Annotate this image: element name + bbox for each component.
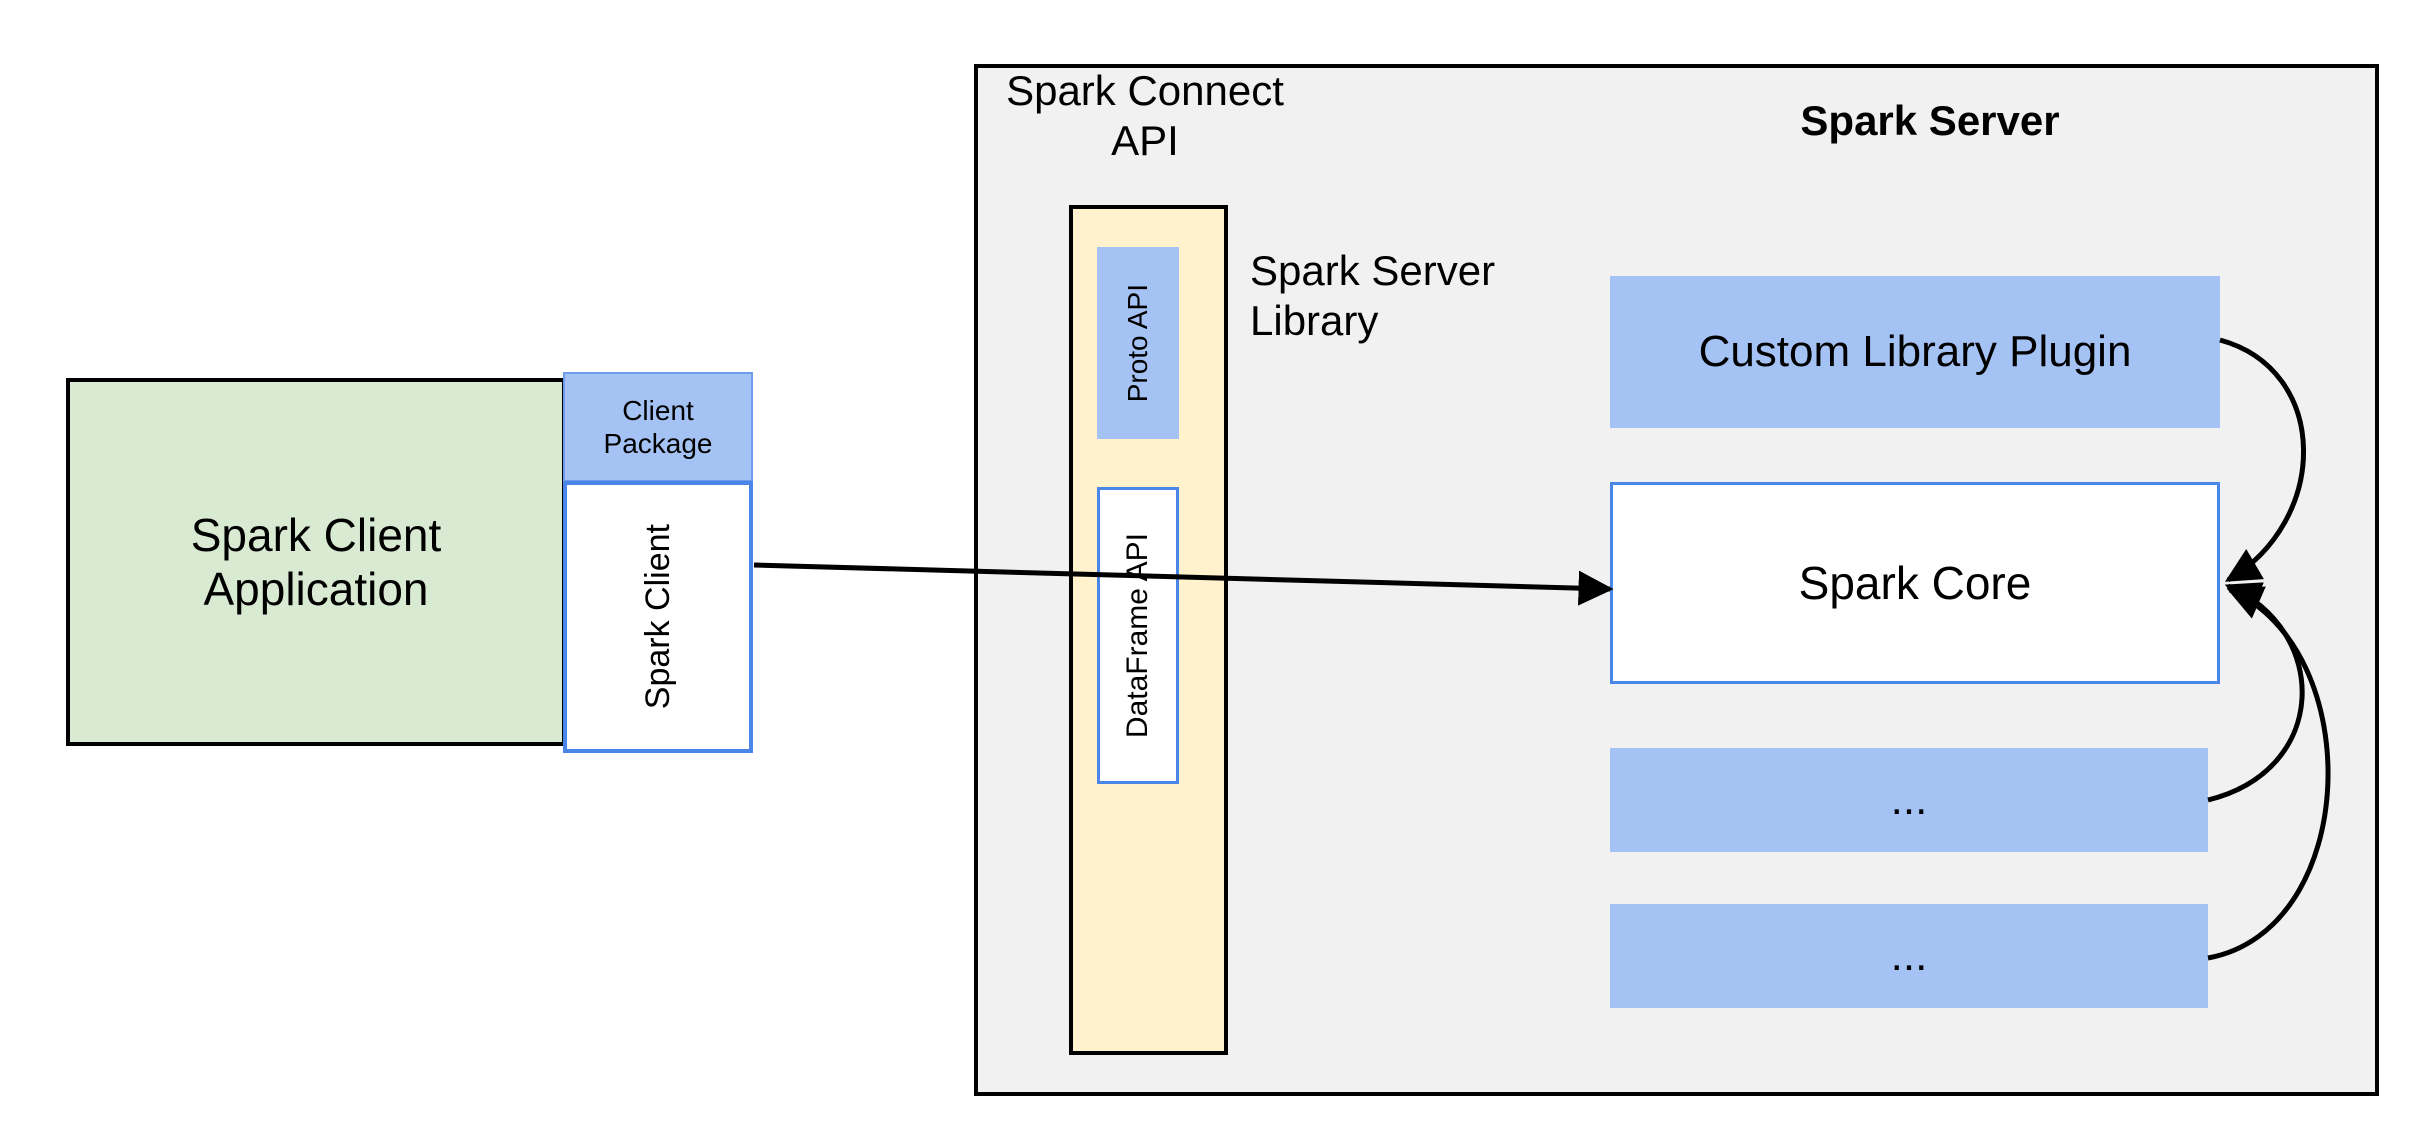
spark-core-label: Spark Core <box>1798 556 2032 609</box>
proto-api-box[interactable]: Proto API <box>1097 247 1179 439</box>
spark-client-label: Spark Client <box>638 524 677 710</box>
spark-client-box[interactable]: Spark Client <box>563 481 753 753</box>
server-component-ellipsis-1-label: ... <box>1890 775 1928 825</box>
custom-library-plugin-label: Custom Library Plugin <box>1698 327 2132 377</box>
server-component-ellipsis-2[interactable]: ... <box>1610 904 2208 1008</box>
spark-client-application-label: Spark Client Application <box>190 508 442 615</box>
spark-client-application-box[interactable]: Spark Client Application <box>66 378 566 746</box>
proto-api-label: Proto API <box>1122 283 1154 403</box>
custom-library-plugin-box[interactable]: Custom Library Plugin <box>1610 276 2220 428</box>
spark-server-library-label: Spark Server Library <box>1250 247 1496 345</box>
client-package-label: Client Package <box>603 394 713 459</box>
spark-core-box[interactable]: Spark Core <box>1610 482 2220 684</box>
client-package-box[interactable]: Client Package <box>563 372 753 482</box>
dataframe-api-box[interactable]: DataFrame API <box>1097 487 1179 784</box>
server-component-ellipsis-2-label: ... <box>1890 931 1928 981</box>
dataframe-api-label: DataFrame API <box>1121 532 1155 739</box>
spark-connect-api-label: Spark Connect API <box>1006 67 1284 165</box>
server-component-ellipsis-1[interactable]: ... <box>1610 748 2208 852</box>
spark-server-title: Spark Server <box>1800 97 2060 144</box>
